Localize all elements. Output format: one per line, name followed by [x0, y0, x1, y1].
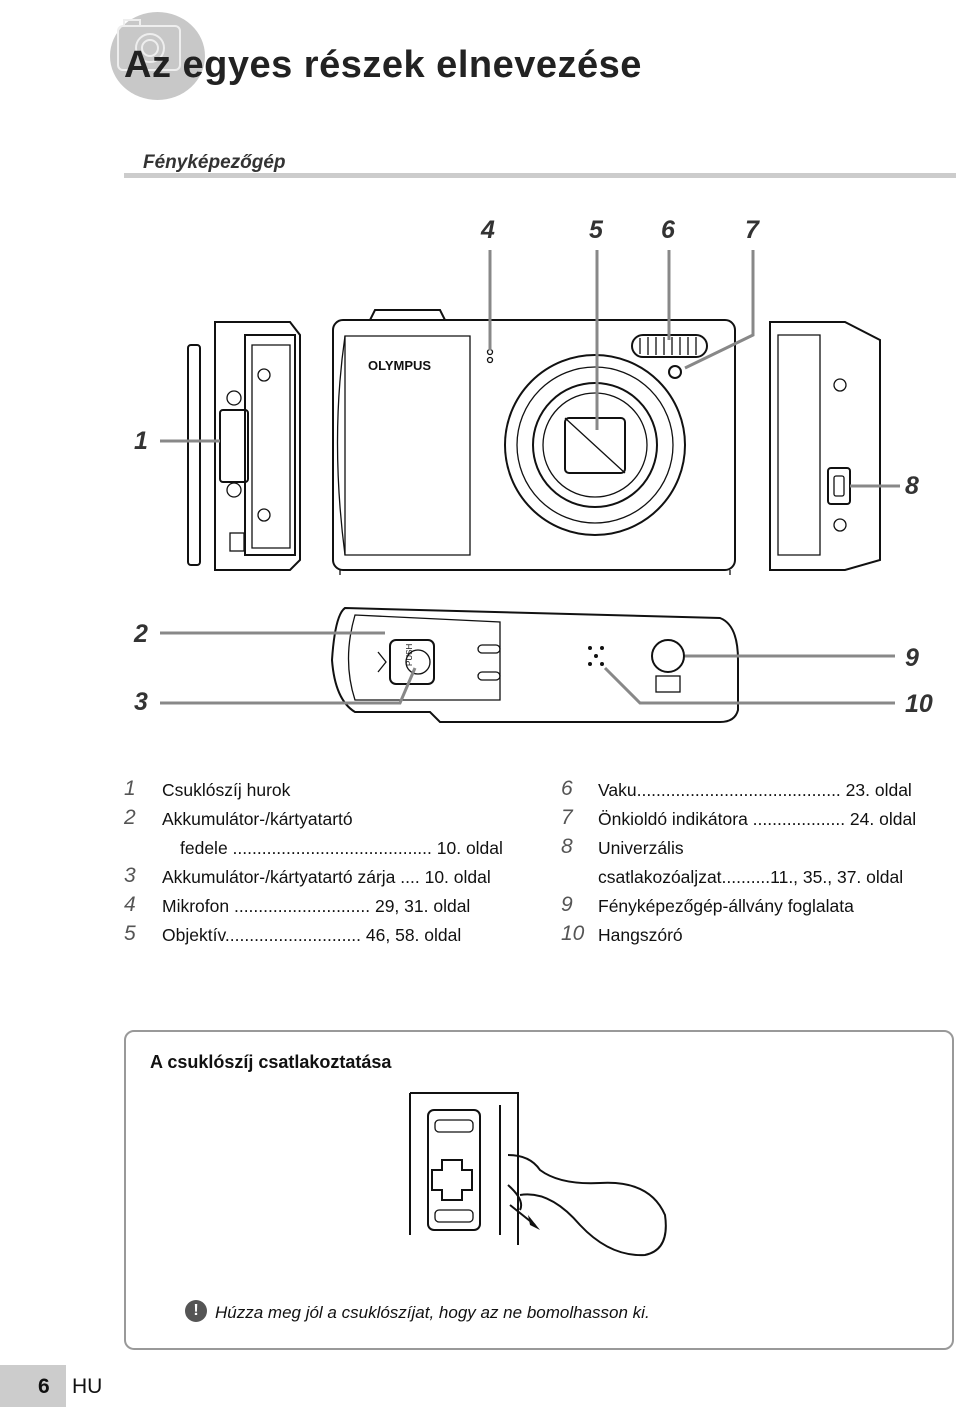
legend-text: csatlakozóaljzat..........11., 35., 37. … [598, 867, 904, 887]
strap-box-title: A csuklószíj csatlakoztatása [150, 1052, 392, 1072]
legend-text: Akkumulátor-/kártyatartó [162, 809, 353, 829]
callout-7: 7 [745, 216, 759, 244]
brand-logo: OLYMPUS [368, 358, 431, 373]
camera-bottom-view: PUSH [160, 606, 895, 723]
camera-right-side-view [769, 321, 900, 571]
legend-text: Vaku....................................… [598, 780, 912, 800]
strap-note: Húzza meg jól a csuklószíjat, hogy az ne… [215, 1303, 650, 1322]
battery-lock [389, 639, 435, 685]
legend-text: Önkioldó indikátora ................... … [598, 809, 917, 829]
legend-num: 6 [561, 777, 573, 800]
legend-text: Fényképezőgép-állvány foglalata [598, 896, 854, 916]
section-divider [124, 173, 956, 178]
legend-text: Csuklószíj hurok [162, 780, 291, 800]
dpad-icon [431, 1159, 473, 1201]
battery-card-cover [347, 614, 501, 701]
section-title: Fényképezőgép [143, 152, 286, 173]
legend-text: fedele .................................… [180, 838, 503, 858]
camera-diagram: OLYMPUS PUSH [160, 250, 900, 723]
strap-attachment-illustration [409, 1092, 667, 1257]
push-label: PUSH [405, 644, 414, 666]
legend-text: Univerzális [598, 838, 684, 858]
legend-text: Akkumulátor-/kártyatartó zárja .... 10. … [162, 867, 491, 887]
camera-left-side-view [160, 321, 301, 571]
strap-eyelet [219, 409, 249, 483]
legend-num: 7 [561, 806, 573, 829]
legend-num: 4 [124, 893, 136, 916]
self-timer-lamp [668, 365, 682, 379]
legend-num: 2 [124, 806, 136, 829]
legend-num: 10 [561, 922, 585, 945]
callout-3: 3 [134, 688, 148, 716]
callout-1: 1 [134, 427, 148, 455]
callout-9: 9 [905, 644, 919, 672]
speaker [588, 646, 592, 650]
legend-text: Mikrofon ............................ 29… [162, 896, 471, 916]
legend-num: 3 [124, 864, 136, 887]
strap-info-box [124, 1030, 954, 1350]
microphone-hole [486, 348, 494, 356]
legend-num: 8 [561, 835, 573, 858]
camera-front-view: OLYMPUS [332, 250, 755, 575]
usb-connector [827, 467, 851, 505]
tripod-socket [651, 639, 685, 673]
callout-6: 6 [661, 216, 675, 244]
page-language: HU [72, 1375, 103, 1398]
lens [564, 417, 626, 474]
legend-num: 1 [124, 777, 136, 800]
camera-chapter-icon [117, 19, 181, 71]
callout-5: 5 [589, 216, 603, 244]
page-title: Az egyes részek elnevezése [124, 44, 642, 86]
legend-num: 5 [124, 922, 136, 945]
callout-2: 2 [134, 620, 148, 648]
callout-10: 10 [905, 690, 933, 718]
legend-num: 9 [561, 893, 573, 916]
callout-8: 8 [905, 472, 919, 500]
legend-text: Objektív............................ 46,… [162, 925, 462, 945]
page-number-box [0, 1365, 66, 1407]
page-number: 6 [38, 1375, 50, 1398]
legend-text: Hangszóró [598, 925, 683, 945]
chapter-icon [110, 12, 205, 100]
lens-barrel [504, 354, 686, 536]
callout-4: 4 [481, 216, 495, 244]
warning-icon: ! [185, 1300, 207, 1322]
